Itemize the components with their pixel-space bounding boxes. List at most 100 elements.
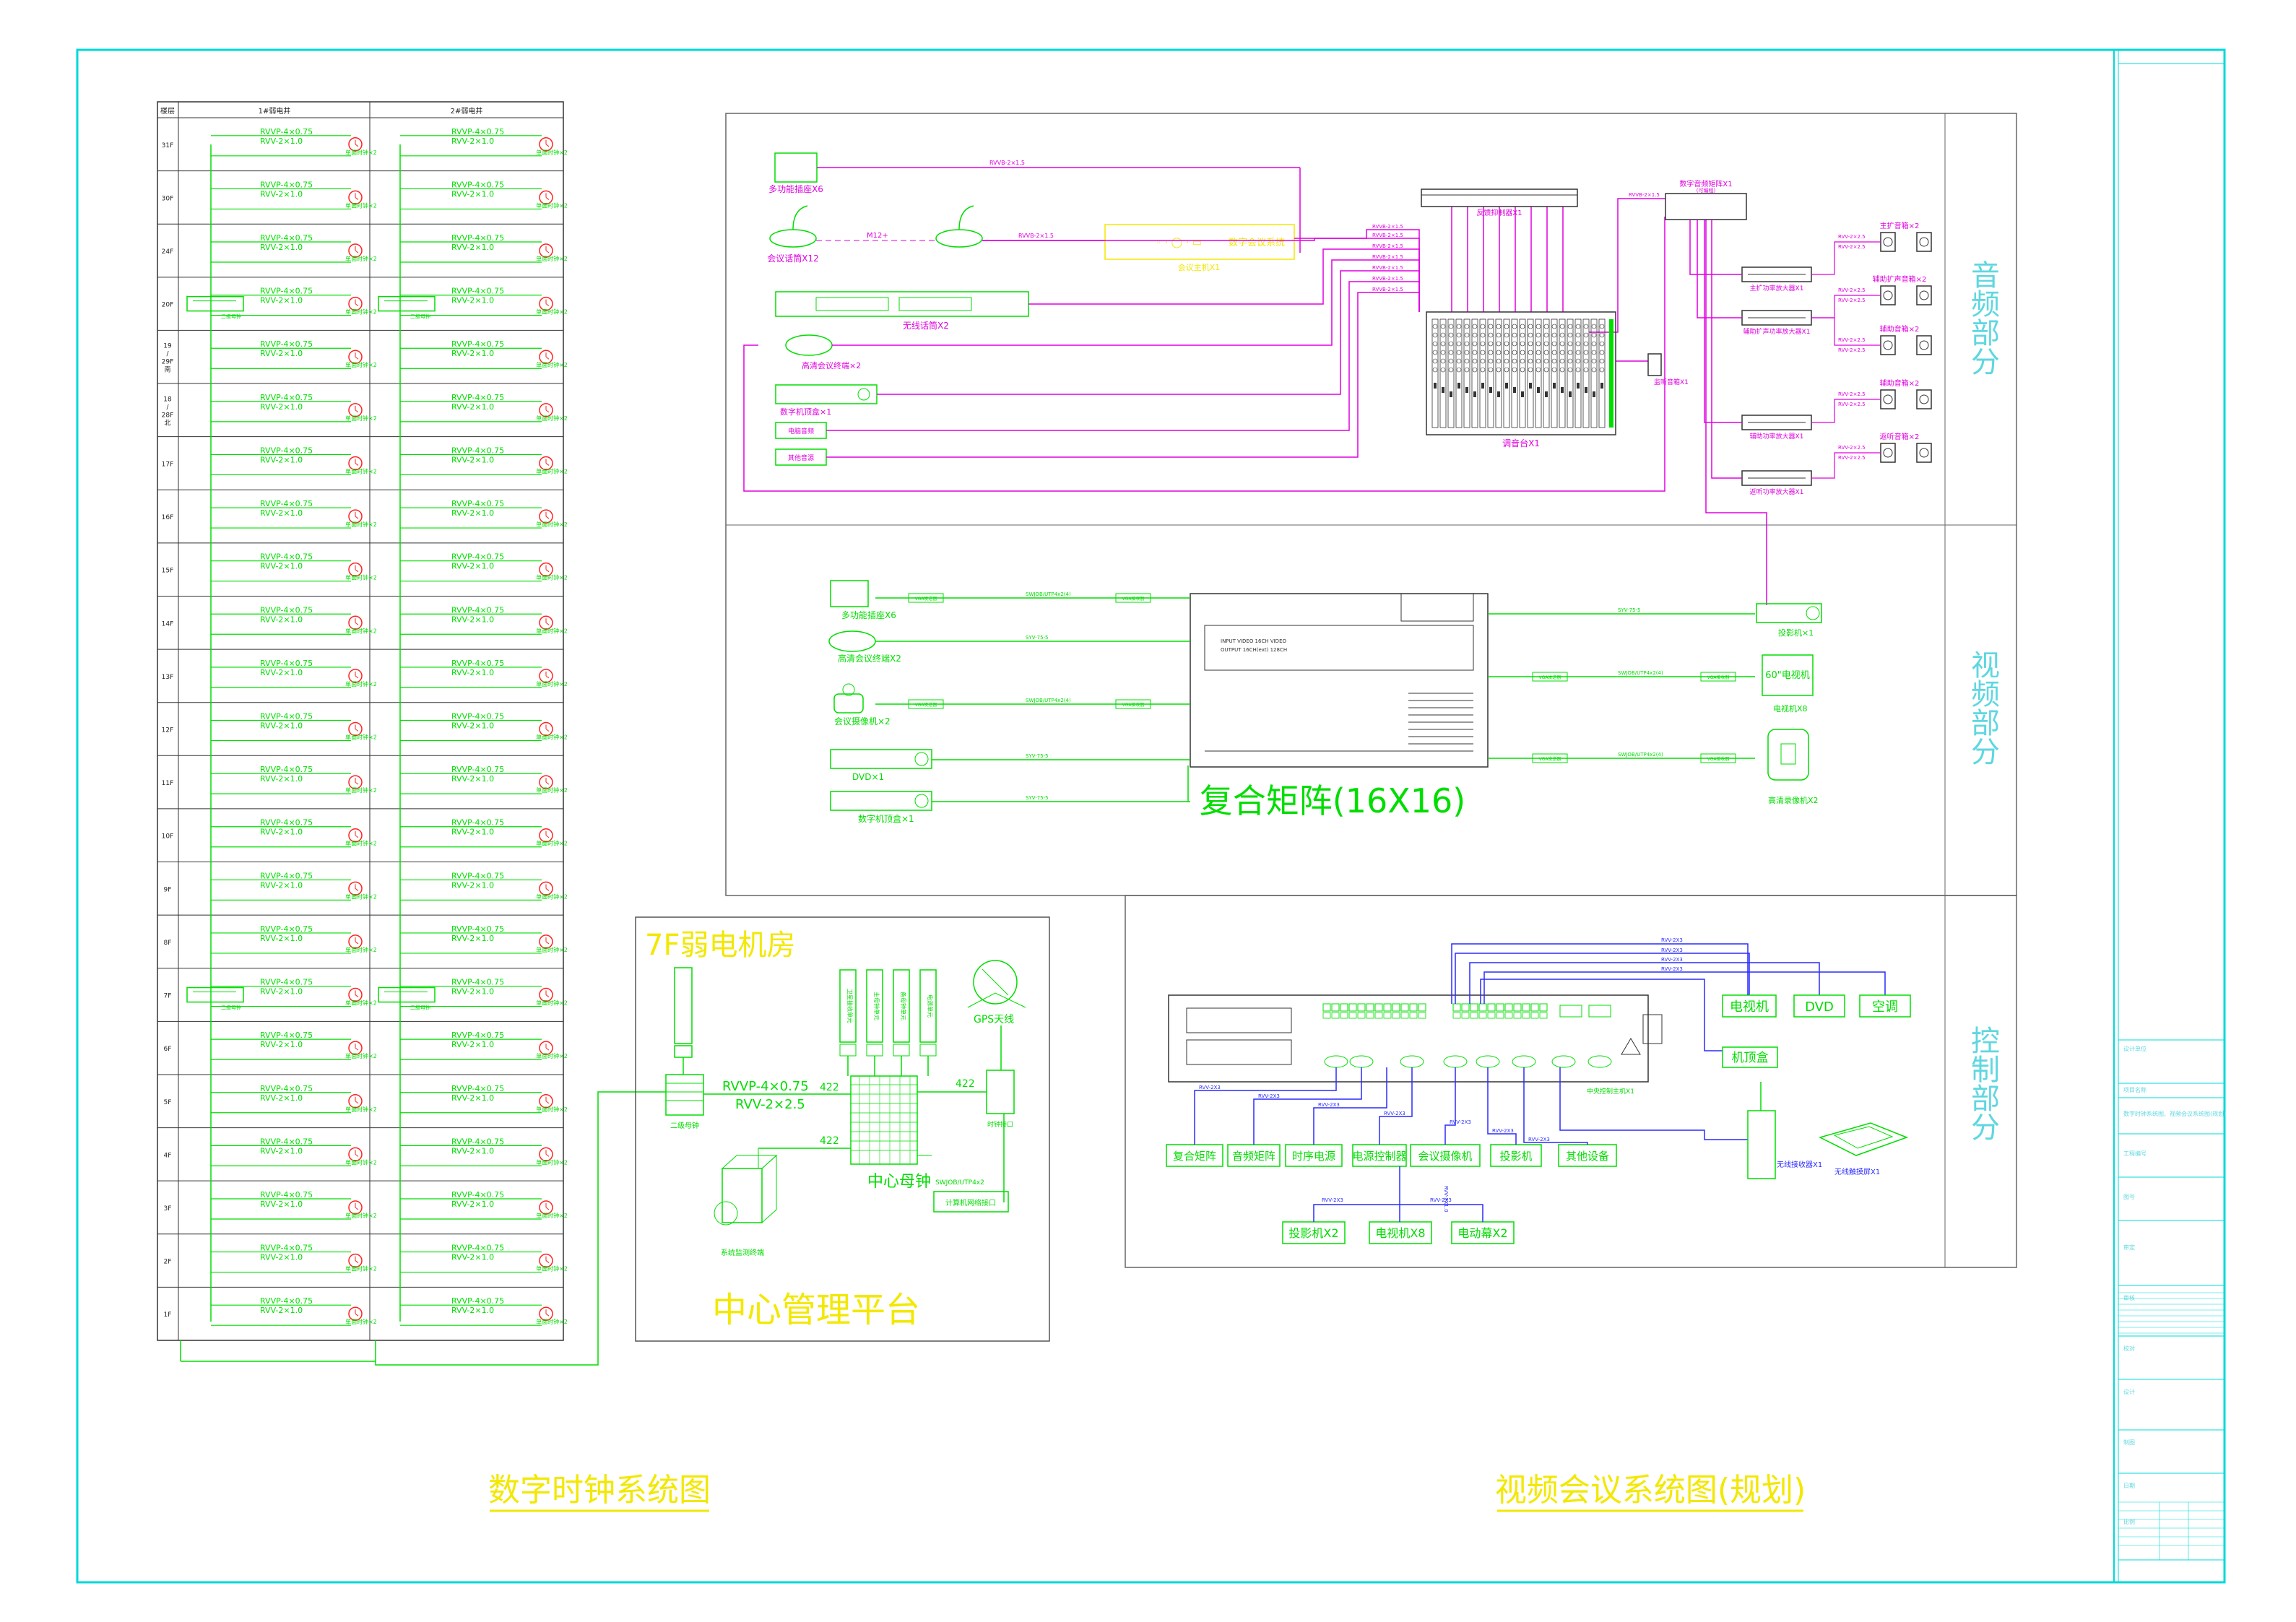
vga-transmitter-label: VGA发送器 [1539,756,1561,762]
clock-cable-rvvp: RVVP-4×0.75 [260,233,313,243]
clock-cable-rvv: RVV-2×1.0 [451,189,494,199]
clock-interface-label: 时钟接口 [987,1120,1013,1129]
clock-cable-rvv: RVV-2×1.0 [260,1146,303,1155]
floor-label: 28F [162,412,174,419]
slave-clock-label: 单面时钟×2 [345,1318,377,1325]
clock-cable-rvvp: RVVP-4×0.75 [451,659,504,668]
slave-clock-icon [348,881,363,896]
conference-system-diagram: 音频部分 视频部分 控制部分 多功能插座X6 RVVB-2×1.5 会议话筒X1… [725,113,2017,1512]
slave-clock-label: 单面时钟×2 [536,255,568,262]
secondary-clock-box [665,1074,704,1116]
video-output-cable: SYV-75-5 [1618,607,1641,613]
slave-clock-label: 单面时钟×2 [536,521,568,528]
clock-cable-rvvp: RVVP-4×0.75 [451,924,504,934]
floor-label: 12F [162,727,174,734]
audio-cable-1: RVVB-2×1.5 [989,160,1025,166]
audio-route-cable-label: RVVB-2×1.5 [1372,276,1403,282]
floor-hub-box [186,986,244,1003]
clock-system-diagram: 楼层 1#弱电井 2#弱电井 31FRVVP-4×0.75RVV-2×1.0单面… [157,101,711,1512]
vga-receiver-label: VGA接收器 [1707,675,1730,680]
floor-label: 16F [162,514,174,521]
clock-cable-rvv: RVV-2×1.0 [451,880,494,890]
slave-clock-icon [539,296,553,311]
slave-clock-icon [348,1253,363,1268]
floor-label: 2F [164,1259,172,1266]
slave-clock-label: 单面时钟×2 [536,149,568,156]
clock-cable-rvvp: RVVP-4×0.75 [451,1084,504,1093]
audio-route-cable-label: RVVB-2×1.5 [1372,224,1403,230]
floor-label: 29F [162,359,174,366]
speaker-icon [1880,285,1896,305]
slave-clock-icon [348,721,363,737]
floor-label: 10F [162,833,174,841]
clock-cable-rvvp: RVVP-4×0.75 [260,180,313,189]
slave-clock-label: 单面时钟×2 [536,361,568,368]
slave-clock-label: 单面时钟×2 [536,1318,568,1325]
speaker-cable-label: RVV-2×2.5 [1838,244,1866,250]
speaker-icon [1916,232,1932,252]
conference-host-label: 会议主机X1 [1178,262,1221,272]
slave-clock-label: 单面时钟×2 [536,467,568,474]
clock-cable-rvvp: RVVP-4×0.75 [451,978,504,987]
slave-clock-icon [539,1306,553,1321]
speaker-cable-label: RVV-2×2.5 [1838,455,1866,461]
clock-cable-rvvp: RVVP-4×0.75 [260,924,313,934]
video-output-cable: SWJOB/UTP4x2(4) [1618,670,1663,676]
audio-route-cable-label: RVVB-2×1.5 [1372,254,1403,260]
audio-lectern-icon [774,152,818,183]
floor-label: 5F [164,1099,172,1106]
clock-cable-rvvp: RVVP-4×0.75 [260,1084,313,1093]
clock-cable-rvvp: RVVP-4×0.75 [451,605,504,615]
control-device-label: 复合矩阵 [1173,1150,1216,1163]
speaker-cable-label: RVV-2×2.5 [1838,391,1866,397]
slave-clock-label: 单面时钟×2 [345,255,377,262]
slave-clock-icon [539,350,553,364]
clock-cable-rvvp: RVVP-4×0.75 [260,712,313,721]
floor-hub-box [378,295,436,312]
clock-cable-rvvp: RVVP-4×0.75 [260,393,313,402]
feedback-suppressor-label: 反馈抑制器X1 [1476,208,1522,217]
clock-cable-rvv: RVV-2×1.0 [451,1253,494,1262]
slave-clock-icon [348,243,363,258]
clock-unit-label: 主母钟单元 [873,992,880,1020]
clock-cable-rvv: RVV-2×1.0 [260,189,303,199]
slave-clock-icon [539,456,553,471]
slave-clock-icon [348,669,363,683]
slave-clock-label: 单面时钟×2 [345,467,377,474]
video-input-cable: SWJOB/UTP4x2(4) [1026,591,1071,597]
clock-cable-rvvp: RVVP-4×0.75 [451,1137,504,1146]
speaker-cable-label: RVV-2×2.5 [1838,298,1866,303]
projector-icon [1756,603,1822,623]
slave-clock-icon [539,190,553,205]
clock-cable-rvv: RVV-2×1.0 [260,828,303,837]
speaker-icon [1916,335,1932,355]
wireless-mic-receiver [775,291,1029,317]
vga-receiver-label: VGA接收器 [1122,702,1145,708]
slave-clock-label: 单面时钟×2 [345,308,377,316]
audio-pc-label: 电脑音频 [788,427,814,435]
control-lower-label: 电动幕X2 [1457,1226,1507,1240]
audio-lectern-label: 多功能插座X6 [768,183,823,194]
control-device-cable-label: RVV-2X3 [1258,1093,1280,1099]
floor-label: 8F [164,940,172,947]
slave-clock-label: 单面时钟×2 [536,680,568,688]
clock-cable-rvv: RVV-2×1.0 [260,455,303,464]
clock-cable-rvv: RVV-2×1.0 [451,774,494,784]
touch-panel-label: 无线触摸屏X1 [1834,1167,1880,1176]
control-device-cable-label: RVV-2X3 [1528,1137,1550,1142]
clock-cable-rvvp: RVVP-4×0.75 [451,180,504,189]
clock-cable-rvv: RVV-2×1.0 [451,349,494,358]
slave-clock-label: 单面时钟×2 [345,149,377,156]
video-input-label: 多功能插座X6 [841,610,896,620]
slave-clock-label: 单面时钟×2 [345,734,377,741]
audio-route-cable-label: RVVB-2×1.5 [1372,233,1403,238]
clock-interface-box [986,1070,1015,1114]
clock-cable-rvvp: RVVP-4×0.75 [451,127,504,136]
clock-unit-box [919,969,937,1043]
projector-label: 投影机×1 [1778,628,1814,638]
slave-clock-label: 单面时钟×2 [536,1158,568,1166]
slave-clock-label: 单面时钟×2 [536,201,568,209]
clock-cable-rvvp: RVVP-4×0.75 [260,446,313,455]
machine-room-title: 7F弱电机房 [645,929,795,962]
monitor-pc-label: 系统监测终端 [721,1248,764,1257]
